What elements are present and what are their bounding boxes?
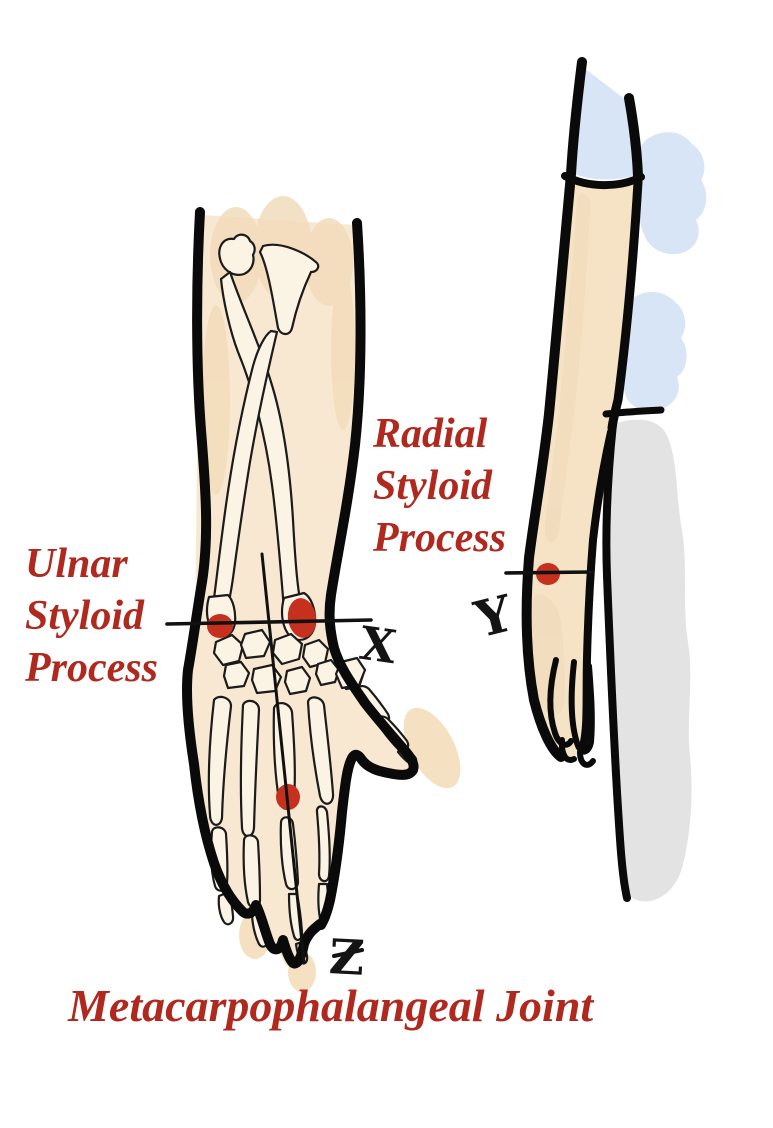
metacarpophalangeal-joint-label-text: Metacarpophalangeal Joint [68, 980, 594, 1031]
radial-styloid-label-line2: Styloid [373, 463, 493, 509]
hand-outline [181, 207, 419, 969]
carpal-bone [212, 633, 245, 667]
metacarpophalangeal-joint-label: Metacarpophalangeal Joint [68, 980, 593, 1032]
carpal-bone [239, 628, 272, 660]
radial-styloid-dot [287, 598, 317, 638]
blue-blob [620, 291, 687, 412]
side-arm-left-edge [521, 57, 587, 762]
ulnar-styloid-label-line3: Process [25, 645, 158, 691]
side-forearm-right-edge [607, 177, 643, 433]
side-arm-figure [504, 57, 707, 902]
blue-blob [637, 132, 707, 255]
body-silhouette [610, 419, 692, 902]
handwritten-marks: X Y Z [328, 583, 520, 987]
side-skin-shade [531, 193, 590, 716]
radial-styloid-label-line1: Radial [373, 411, 488, 457]
radial-styloid-label-line3: Process [373, 515, 506, 561]
mark-z-group: Z [328, 929, 366, 987]
side-upperarm-right-edge [624, 93, 643, 181]
finger-line [577, 749, 596, 768]
curled-fingers [547, 657, 596, 768]
sleeve-fill [572, 68, 639, 180]
mark-x: X [357, 616, 400, 674]
radius-head [218, 233, 256, 276]
metacarpal-bone [306, 696, 335, 805]
phalanx-bone [315, 805, 331, 883]
outline-left-edge [181, 207, 325, 969]
finger-line [547, 657, 574, 748]
thumb-shadow-blob [403, 707, 461, 789]
ulnar-styloid-label-line2: Styloid [25, 593, 145, 639]
skin-shade-blob [202, 305, 230, 495]
carpal-bones [212, 628, 365, 696]
dorsal-hand-figure [165, 196, 461, 992]
radial-styloid-label: Radial Styloid Process [373, 408, 506, 564]
sleeve-shadow-blobs [620, 132, 707, 412]
carpal-bone [222, 660, 251, 690]
finger-line [558, 737, 577, 763]
hip-hem-line [602, 406, 665, 418]
ulnar-styloid-dot [207, 614, 233, 638]
reference-lines [165, 552, 373, 964]
skin-shade-stripe [531, 593, 565, 716]
side-hand-right-edge [579, 428, 615, 750]
outline-right-edge [316, 218, 419, 930]
carpal-bone [314, 658, 341, 687]
ulna-head [258, 243, 320, 336]
mark-z: Z [328, 929, 366, 987]
skin-shade-stripe [544, 193, 590, 543]
skin-shade-blob [331, 270, 355, 430]
landmark-dots [207, 598, 317, 810]
body-outline-line [602, 420, 631, 902]
ulnar-styloid-label: Ulnar Styloid Process [25, 538, 158, 694]
mark-y: Y [468, 583, 519, 649]
carpal-bone [283, 665, 312, 696]
hand-axis-line [260, 552, 306, 964]
metacarpal-bone [207, 695, 233, 826]
side-arm-outline [521, 57, 665, 902]
mark-z-crossbar [332, 948, 364, 958]
phalanx-bone [242, 834, 262, 909]
metacarpal-bone [239, 699, 261, 838]
ulnar-styloid-label-line1: Ulnar [25, 541, 128, 587]
side-wrist-reference-line [504, 570, 594, 575]
finger-line [568, 659, 595, 755]
